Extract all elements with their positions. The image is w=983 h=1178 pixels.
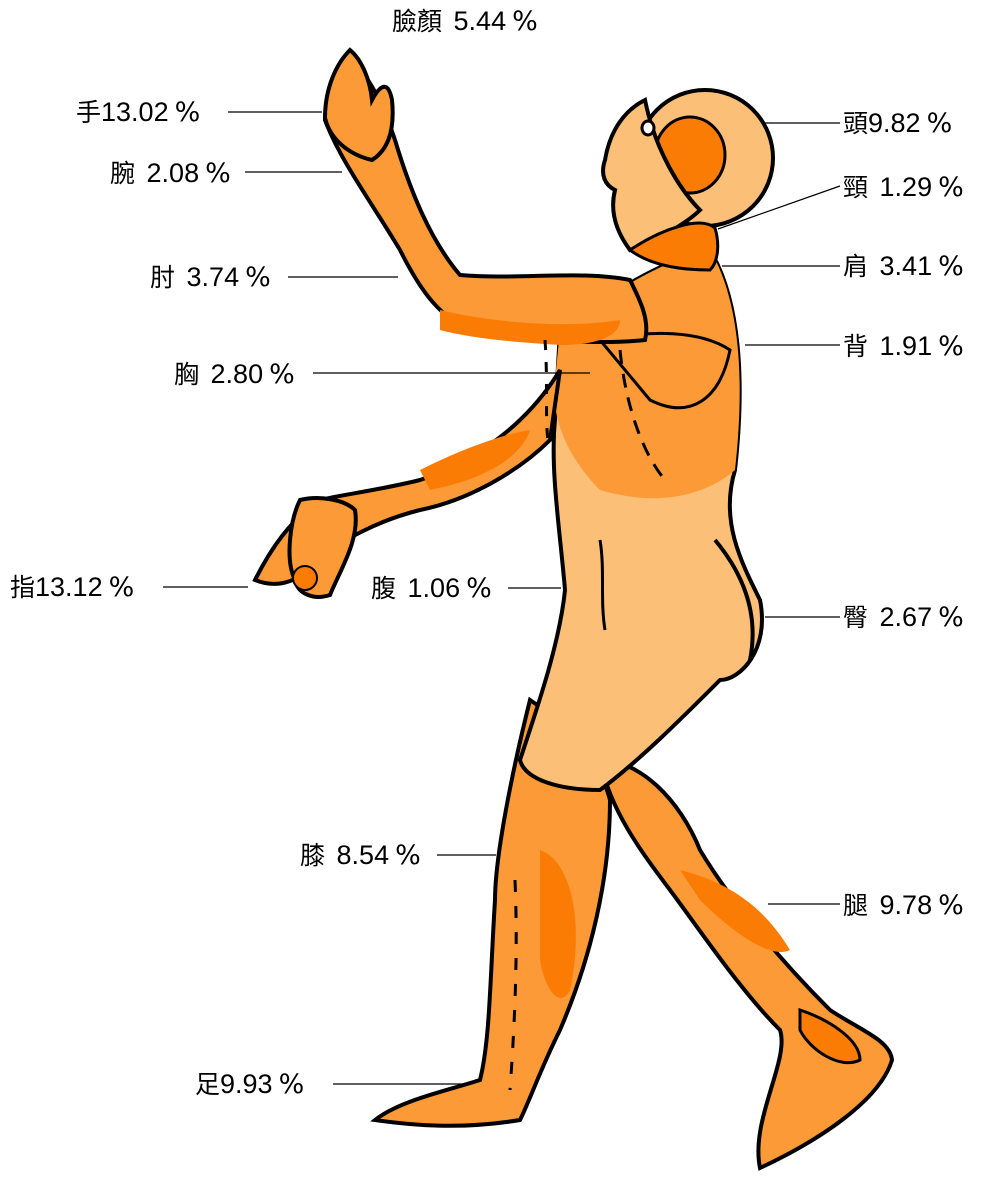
label-neck: 頸 1.29% (843, 172, 964, 203)
label-head: 頭9.82% (843, 108, 952, 139)
label-foot: 足9.93% (195, 1069, 304, 1100)
label-elbow: 肘 3.74% (150, 262, 271, 293)
label-leg: 腿 9.78% (843, 890, 964, 921)
label-abdomen: 腹 1.06% (371, 573, 492, 604)
label-chest: 胸 2.80% (174, 359, 295, 390)
label-shoulder: 肩 3.41% (843, 251, 964, 282)
label-finger: 指13.12% (10, 572, 134, 603)
label-wrist: 腕 2.08% (110, 158, 231, 189)
label-buttock: 臀 2.67% (843, 602, 964, 633)
label-back: 背 1.91% (843, 331, 964, 362)
label-hand: 手13.02% (76, 97, 200, 128)
leader-neck (718, 186, 840, 229)
label-knee: 膝 8.54% (300, 840, 421, 871)
label-face: 臉顏 5.44% (392, 6, 538, 37)
